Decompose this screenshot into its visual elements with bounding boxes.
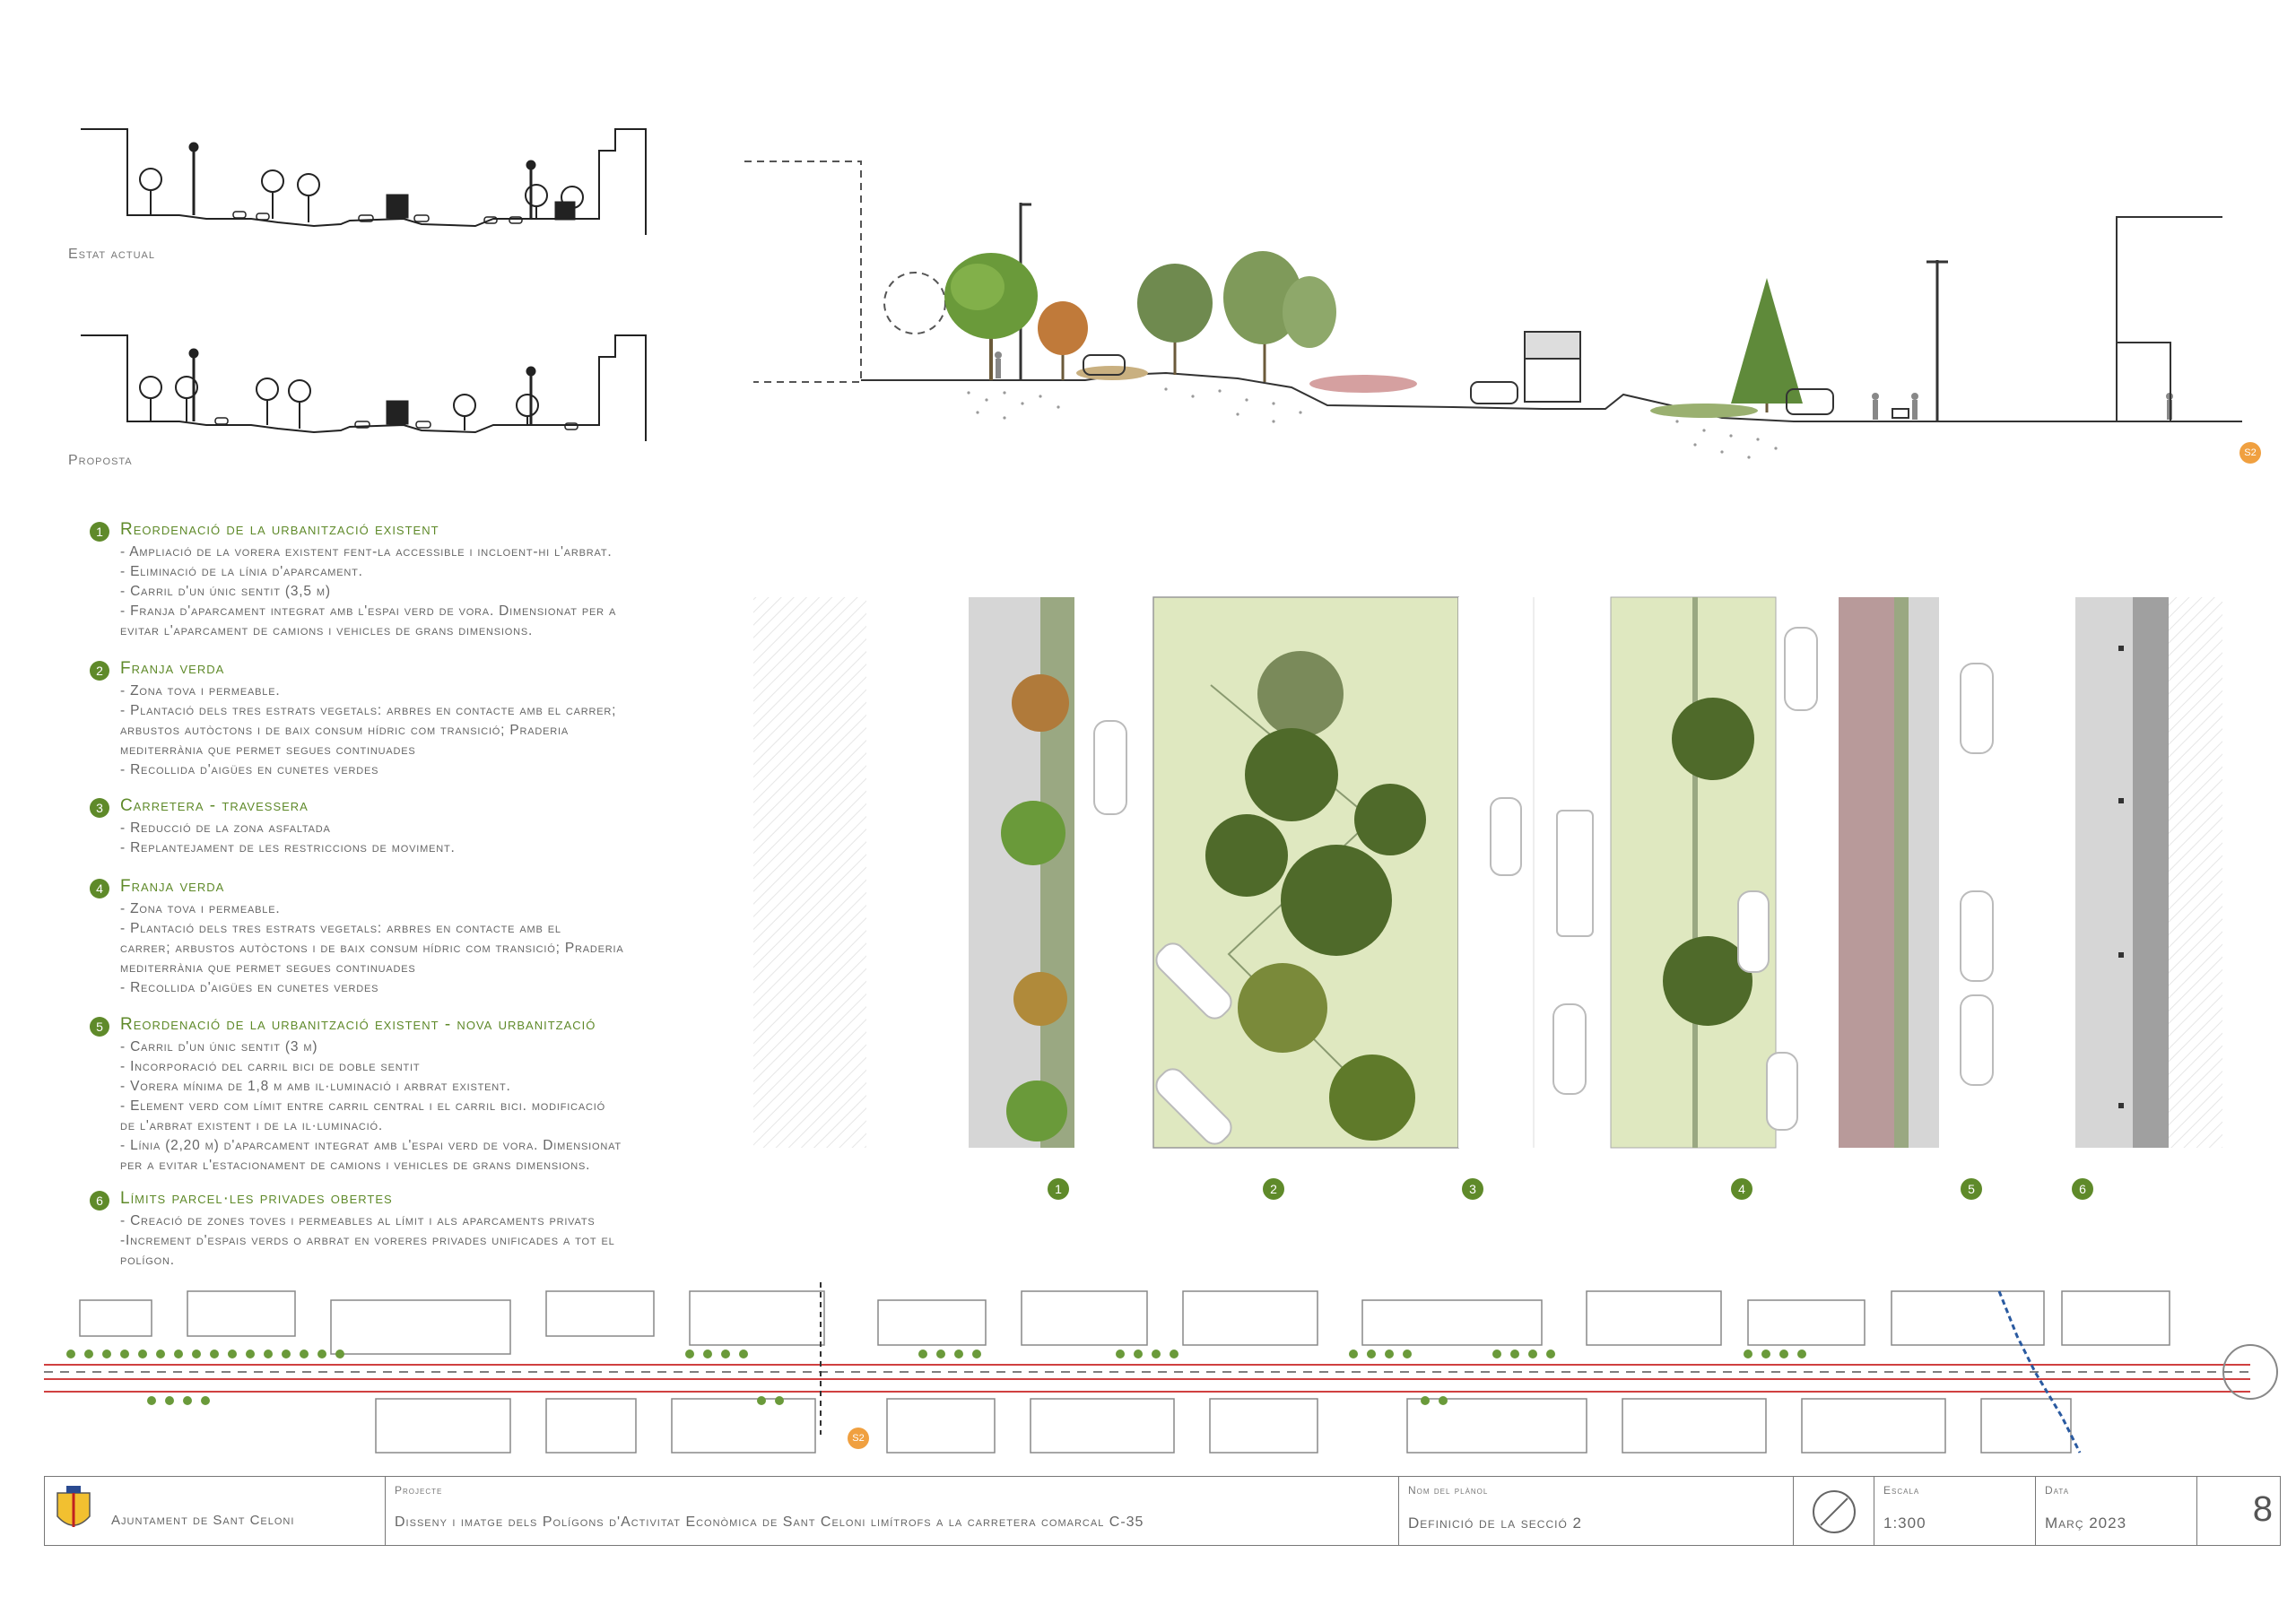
current-state-section (81, 128, 647, 235)
legend-line: - Element verd com límit entre carril ce… (120, 1098, 605, 1114)
legend-number: 6 (90, 1191, 109, 1211)
legend-body: - Ampliació de la vorera existent fent-l… (120, 542, 712, 641)
legend-body: - Zona tova i permeable. - Plantació del… (120, 899, 712, 998)
legend-line: arbustos autòctons i de baix consum hídr… (120, 723, 570, 738)
legend-line: polígon. (120, 1253, 175, 1268)
plan-cell: Nom del plànol Definició de la secció 2 (1399, 1477, 1794, 1545)
legend-line: - Zona tova i permeable. (120, 683, 281, 699)
legend-line: - Carril d'un únic sentit (3,5 m) (120, 584, 331, 599)
location-map (44, 1282, 2281, 1462)
legend-line: - Carril d'un únic sentit (3 m) (120, 1039, 318, 1055)
project-cell: Projecte Disseny i imatge dels Polígons … (386, 1477, 1399, 1545)
proposal-label: Proposta (68, 453, 133, 468)
date-cell: Data Març 2023 (2036, 1477, 2197, 1545)
legend-line: - Ampliació de la vorera existent fent-l… (120, 544, 613, 560)
legend-number: 5 (90, 1017, 109, 1037)
legend-line: de l'arbrat existent i de la il·luminaci… (120, 1118, 383, 1133)
plan-view (753, 596, 2222, 1149)
legend-body: - Creació de zones toves i permeables al… (120, 1211, 712, 1271)
legend-line: mediterrània que permet segues continuad… (120, 742, 416, 758)
legend-line: -Increment d'espais verds o arbrat en vo… (120, 1233, 615, 1248)
scale-value: 1:300 (1883, 1515, 1926, 1532)
legend-line: - Recollida d'aigües en cunetes verdes (120, 762, 379, 777)
legend-line: - Plantació dels tres estrats vegetals: … (120, 703, 617, 718)
date-value: Març 2023 (2045, 1515, 2127, 1532)
legend-number: 3 (90, 798, 109, 818)
legend-number: 2 (90, 661, 109, 681)
current-state-label: Estat actual (68, 247, 155, 262)
legend-line: - Franja d'aparcament integrat amb l'esp… (120, 603, 617, 619)
org-cell: Ajuntament de Sant Celoni (45, 1477, 386, 1545)
band-number: 4 (1731, 1178, 1752, 1200)
legend-title: Franja verda (120, 659, 225, 678)
band-number: 6 (2072, 1178, 2093, 1200)
band-number: 5 (1961, 1178, 1982, 1200)
band-number: 3 (1462, 1178, 1483, 1200)
legend-line: - Reducció de la zona asfaltada (120, 820, 331, 836)
plan-name: Definició de la secció 2 (1408, 1515, 1582, 1532)
legend-body: - Carril d'un únic sentit (3 m) - Incorp… (120, 1037, 712, 1176)
project-label: Projecte (395, 1484, 443, 1497)
legend-line: - Eliminació de la línia d'aparcament. (120, 564, 363, 579)
legend-title: Límits parcel·les privades obertes (120, 1189, 393, 1208)
band-number: 2 (1263, 1178, 1284, 1200)
section-marker-map: S2 (848, 1428, 869, 1449)
legend-title: Carretera - travessera (120, 796, 309, 815)
legend-line: carrer; arbustos autòctons i de baix con… (120, 941, 624, 956)
legend-line: mediterrània que permet segues continuad… (120, 960, 416, 976)
legend-body: - Reducció de la zona asfaltada - Replan… (120, 819, 712, 858)
main-cross-section (744, 161, 2242, 459)
plan-label: Nom del plànol (1408, 1484, 1489, 1497)
legend-line: - Incorporació del carril bici de doble … (120, 1059, 421, 1074)
legend-title: Reordenació de la urbanització existent (120, 520, 439, 539)
title-block: Ajuntament de Sant Celoni Projecte Disse… (44, 1476, 2281, 1546)
scale-cell: Escala 1:300 (1874, 1477, 2036, 1545)
legend-line: - Replantejament de les restriccions de … (120, 840, 456, 855)
legend-title: Franja verda (120, 877, 225, 896)
legend-line: evitar l'aparcament de camions i vehicle… (120, 623, 534, 638)
proposal-section (81, 334, 647, 441)
legend-line: - Vorera mínima de 1,8 m amb il·luminaci… (120, 1079, 511, 1094)
band-number: 1 (1048, 1178, 1069, 1200)
date-label: Data (2045, 1484, 2070, 1497)
legend-number: 4 (90, 879, 109, 898)
org-name: Ajuntament de Sant Celoni (111, 1513, 295, 1528)
legend-title: Reordenació de la urbanització existent … (120, 1015, 596, 1034)
legend-line: - Creació de zones toves i permeables al… (120, 1213, 596, 1228)
legend-number: 1 (90, 522, 109, 542)
sheet-number: 8 (2252, 1489, 2273, 1529)
legend-body: - Zona tova i permeable. - Plantació del… (120, 681, 712, 780)
sheet-cell: 8 (2197, 1477, 2280, 1545)
legend-line: - Zona tova i permeable. (120, 901, 281, 916)
legend-line: - Plantació dels tres estrats vegetals: … (120, 921, 561, 936)
section-marker: S2 (2239, 442, 2261, 464)
scale-label: Escala (1883, 1484, 1920, 1497)
north-cell (1794, 1477, 1874, 1545)
coat-of-arms-icon (57, 1486, 91, 1527)
legend-line: - Línia (2,20 m) d'aparcament integrat a… (120, 1138, 622, 1153)
legend-line: per a evitar l'estacionament de camions … (120, 1158, 591, 1173)
north-arrow-icon (1813, 1490, 1856, 1533)
project-name: Disseny i imatge dels Polígons d'Activit… (395, 1515, 1144, 1530)
legend-line: - Recollida d'aigües en cunetes verdes (120, 980, 379, 995)
